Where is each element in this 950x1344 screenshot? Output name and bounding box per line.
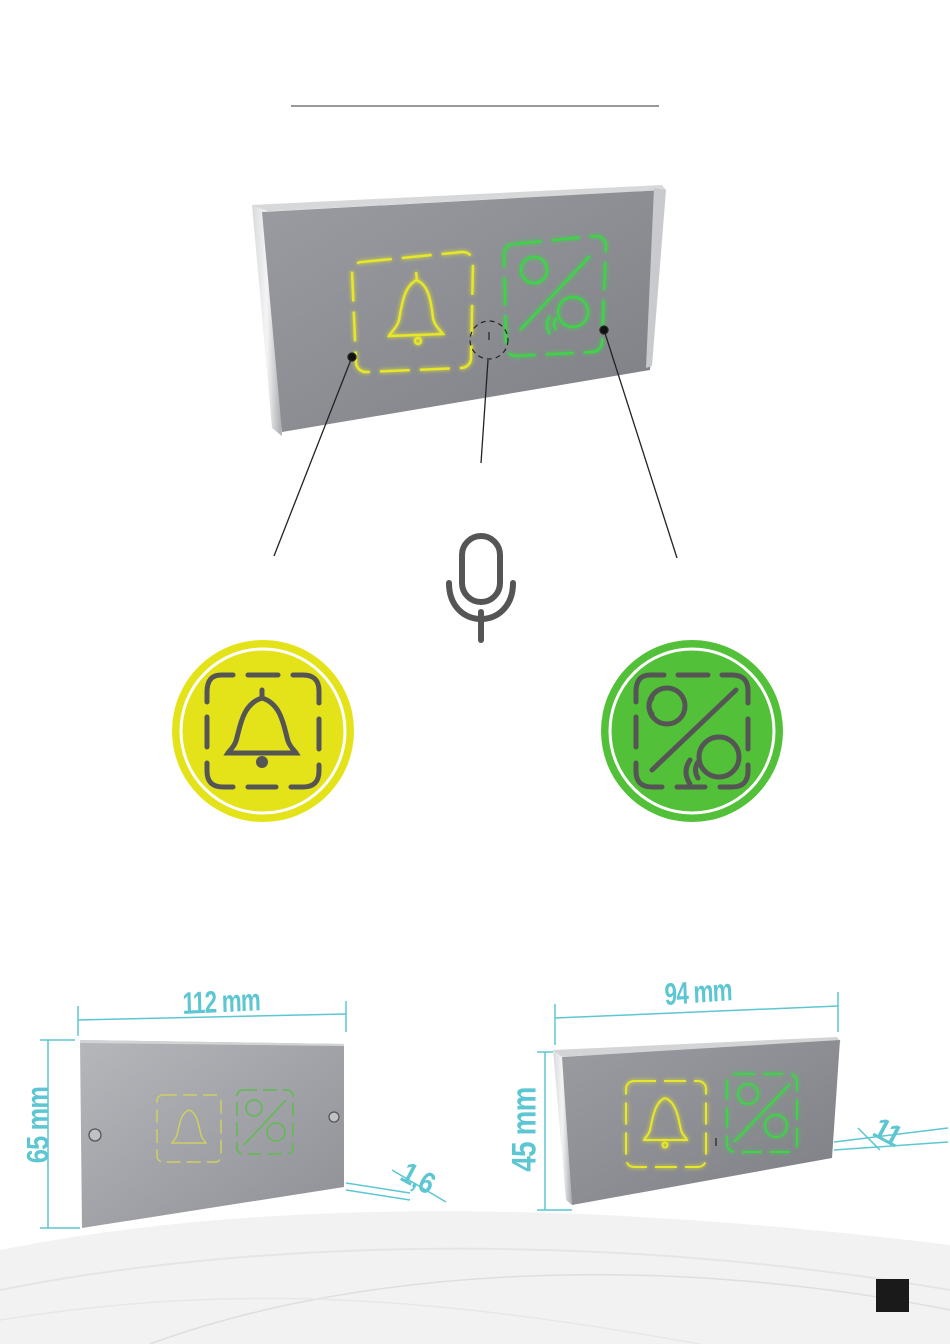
front-plate-width-label: 112 mm bbox=[182, 982, 260, 1022]
body-render bbox=[553, 1037, 846, 1216]
microphone-icon bbox=[449, 536, 513, 640]
front-plate-render bbox=[80, 1040, 344, 1228]
body-width-label: 94 mm bbox=[664, 972, 732, 1013]
background-swoosh bbox=[0, 1211, 950, 1344]
talk-badge bbox=[601, 640, 783, 822]
body-height-label: 45 mm bbox=[506, 1076, 545, 1183]
page-corner-marker bbox=[876, 1279, 909, 1312]
front-plate-height-label: 65 mm bbox=[20, 1072, 56, 1179]
bell-badge bbox=[172, 640, 354, 822]
main-panel-render bbox=[252, 185, 666, 436]
